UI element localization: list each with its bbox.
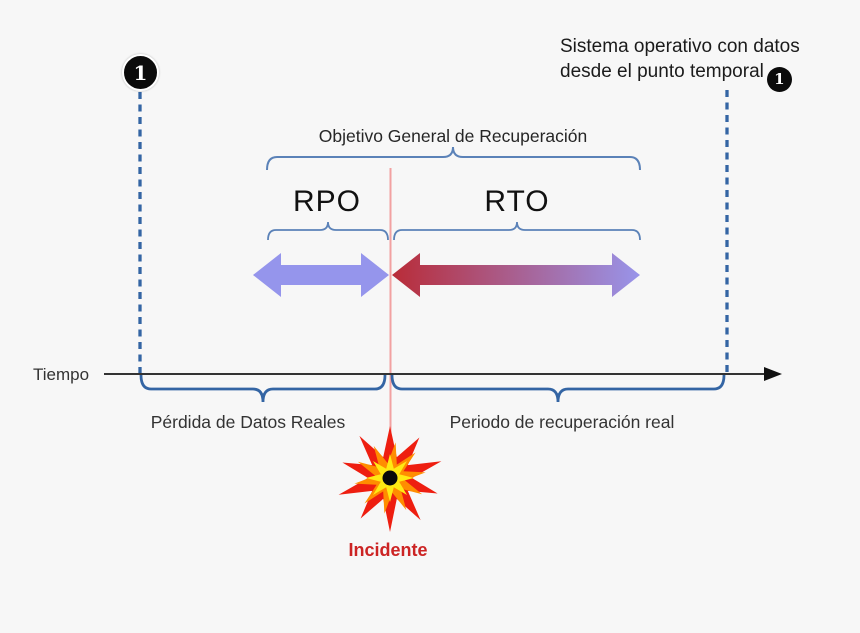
overall-objective-label: Objetivo General de Recuperación: [318, 126, 588, 146]
recovery-period-label: Periodo de recuperación real: [449, 412, 675, 432]
system-note-text: Sistema operativo con datos desde el pun…: [560, 36, 800, 82]
rto-brace: [393, 221, 641, 241]
incident-label: Incidente: [348, 540, 428, 560]
overall-objective-brace: [266, 146, 641, 171]
point-in-time-badge-left: 1: [122, 54, 159, 91]
right-arrowhead-icon: [764, 367, 782, 381]
rpo-arrow: [253, 253, 389, 297]
rto-arrow: [392, 253, 640, 297]
explosion-icon: [338, 426, 442, 532]
rpo-brace: [267, 221, 389, 241]
recovery-period-brace: [390, 374, 726, 403]
timeline-axis: [104, 367, 782, 381]
rto-label: RTO: [484, 185, 550, 218]
badge-number: 1: [133, 60, 148, 85]
time-axis-label: Tiempo: [33, 365, 90, 384]
data-loss-label: Pérdida de Datos Reales: [150, 412, 346, 432]
badge-number: 1: [774, 70, 785, 88]
data-loss-brace: [139, 374, 387, 403]
point-in-time-badge-right: 1: [766, 67, 792, 92]
rpo-label: RPO: [292, 185, 361, 218]
system-note: Sistema operativo con datos desde el pun…: [560, 34, 842, 92]
